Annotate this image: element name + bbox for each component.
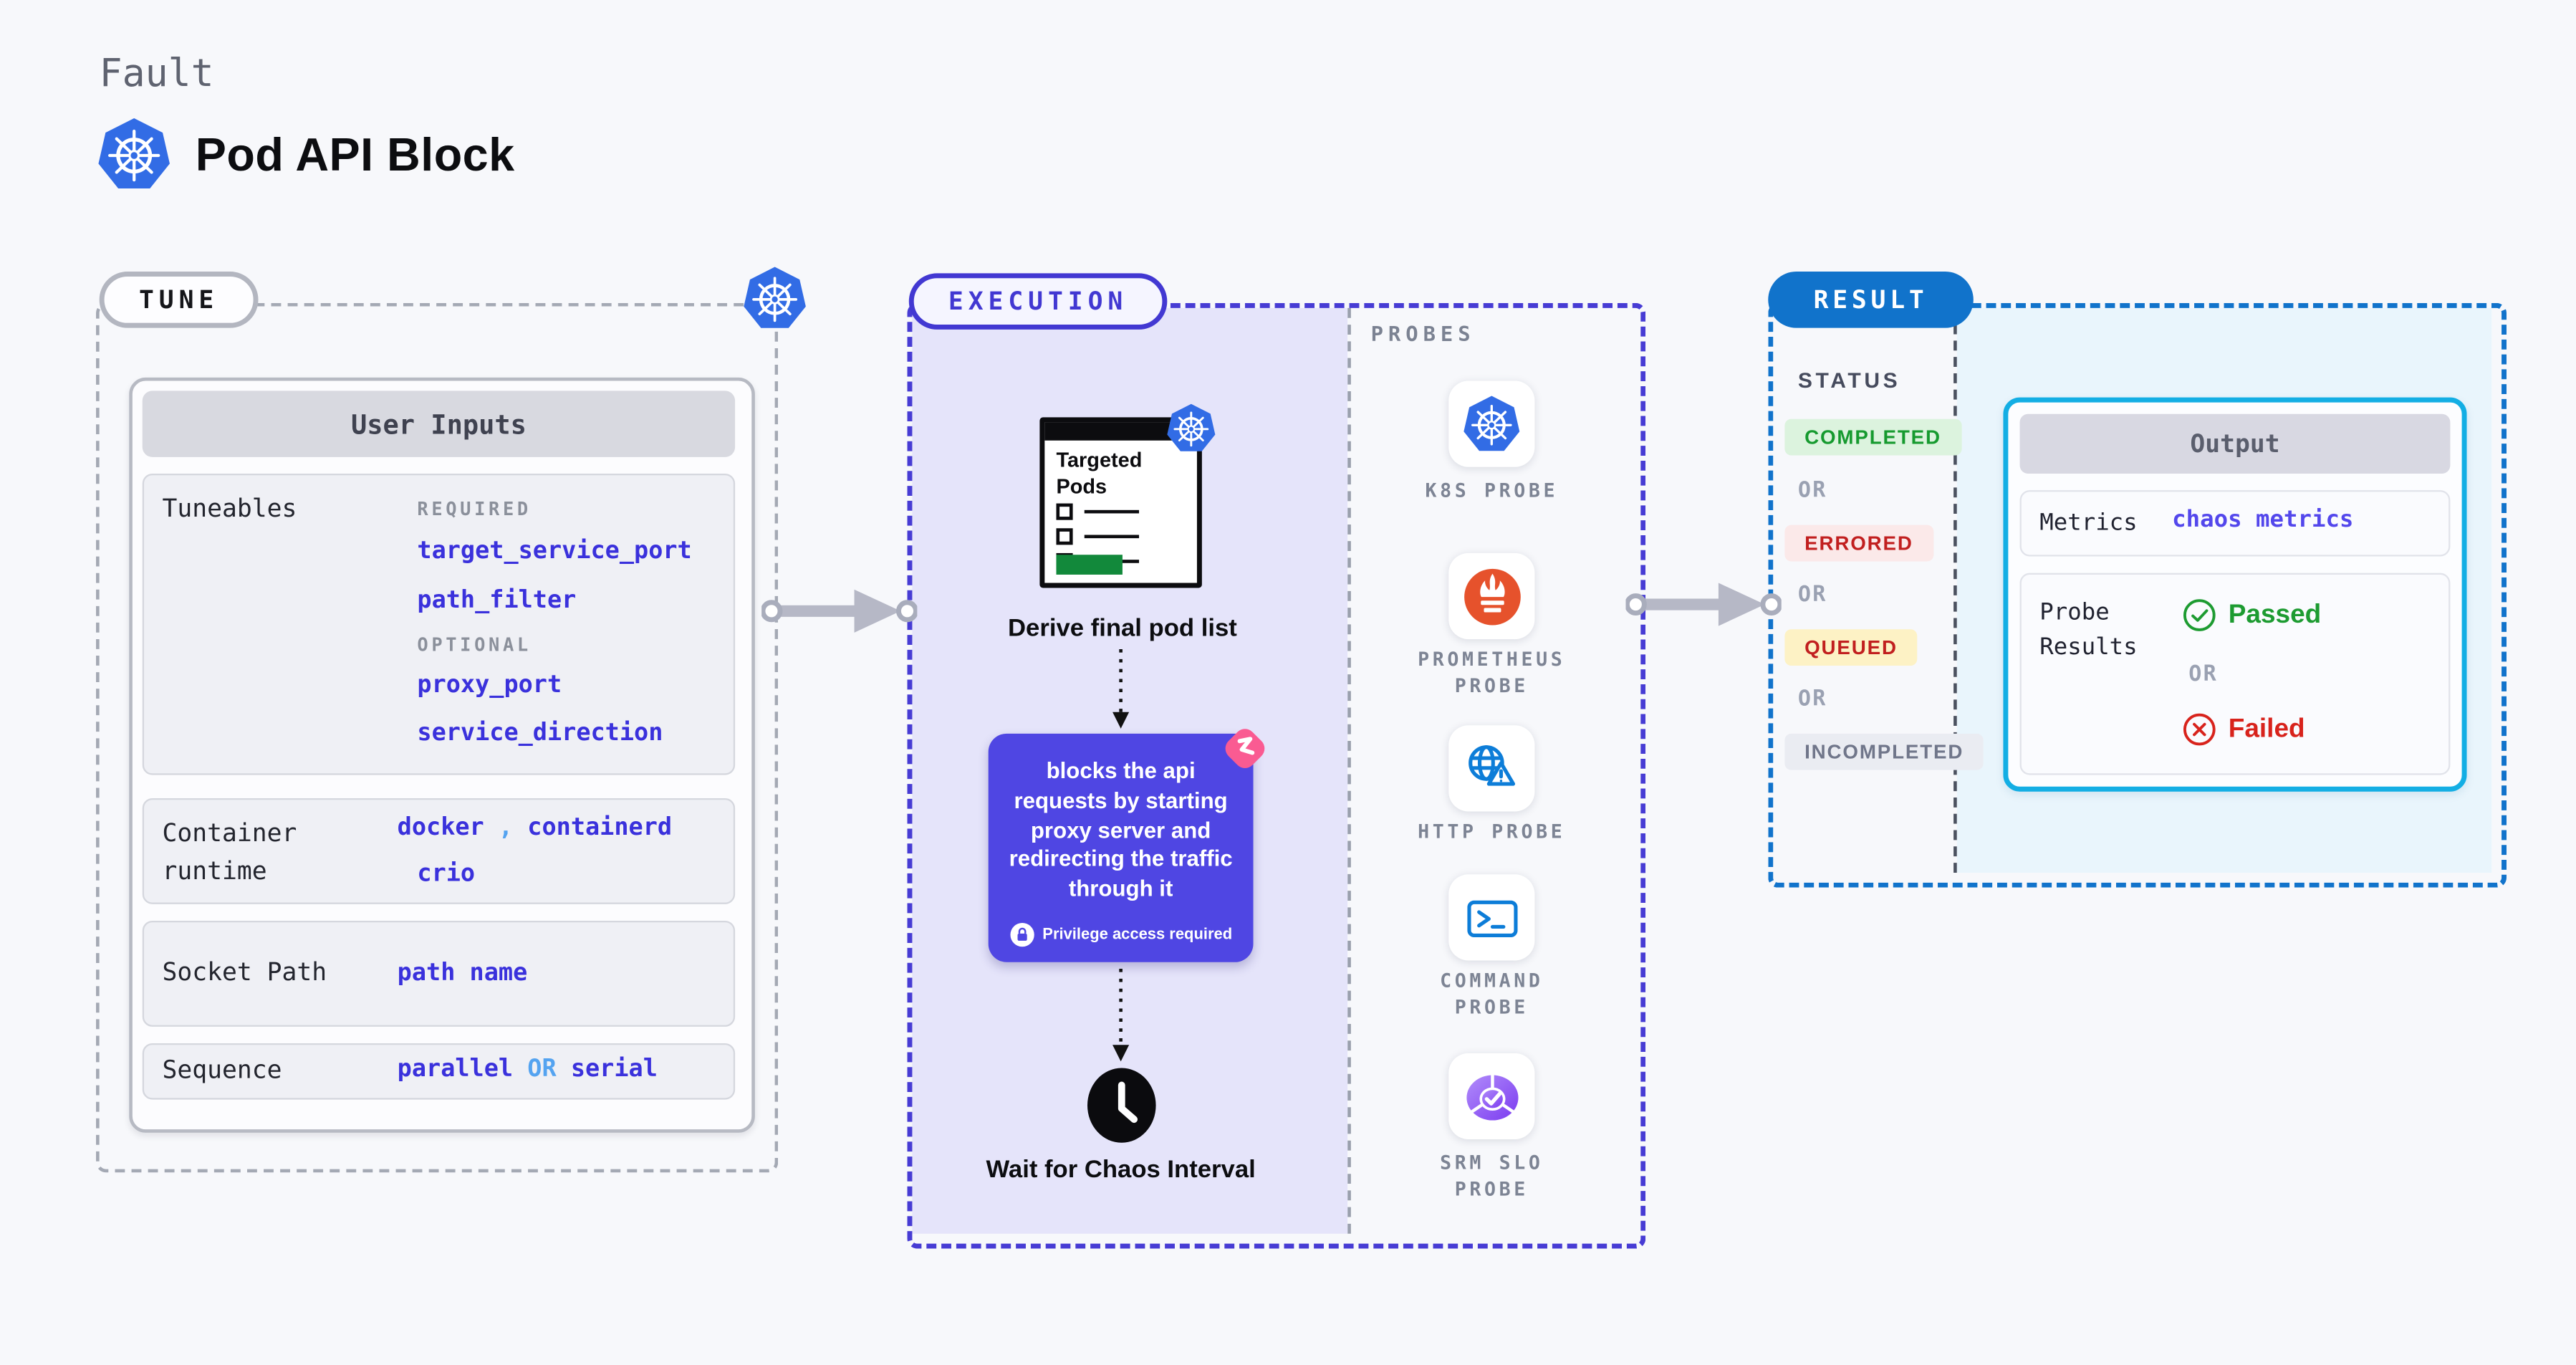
tuneable-link-path-filter[interactable]: path_filter <box>417 588 577 615</box>
privilege-note: Privilege access required <box>989 922 1254 947</box>
sequence-option-serial[interactable]: serial <box>570 1056 658 1083</box>
probe-result-failed: Failed <box>2182 712 2305 747</box>
pod-list-item <box>1056 503 1140 520</box>
status-badge-completed: COMPLETED <box>1784 418 1961 456</box>
probe-card-k8s <box>1448 380 1535 467</box>
probe-label-http: HTTP PROBE <box>1418 819 1566 843</box>
probe-label-k8s: K8S PROBE <box>1425 478 1559 502</box>
status-badge-errored: ERRORED <box>1784 525 1933 562</box>
metrics-row <box>2019 490 2451 557</box>
selection-bar <box>1056 555 1123 575</box>
kubernetes-icon <box>1166 403 1217 454</box>
passed-label: Passed <box>2228 600 2322 629</box>
runtime-link-docker[interactable]: docker <box>397 815 484 842</box>
execution-to-result-arrow <box>1625 583 1782 626</box>
checkbox-icon <box>1056 503 1073 520</box>
optional-label: OPTIONAL <box>417 634 532 656</box>
targeted-pods-title: Targeted Pods <box>1056 449 1143 498</box>
probe-card-prometheus <box>1448 552 1535 640</box>
check-circle-icon <box>2182 598 2217 633</box>
status-badge-queued: QUEUED <box>1784 629 1918 666</box>
fault-kicker: Fault <box>99 52 214 97</box>
clock-icon <box>1082 1066 1160 1144</box>
required-label: REQUIRED <box>417 498 532 520</box>
probes-section-label: PROBES <box>1370 321 1476 347</box>
kubernetes-icon <box>1462 394 1522 454</box>
probe-results-row <box>2019 573 2451 775</box>
container-runtime-label: Container runtime <box>162 818 297 887</box>
container-runtime-row <box>142 798 736 904</box>
lock-icon <box>1009 922 1034 947</box>
status-badge-incompleted: INCOMPLETED <box>1784 733 1984 770</box>
probe-card-http <box>1448 725 1535 812</box>
socket-path-value[interactable]: path name <box>397 960 528 987</box>
tuneables-row <box>142 473 736 775</box>
list-line <box>1084 535 1140 539</box>
user-inputs-header: User Inputs <box>142 391 736 457</box>
execution-badge: EXECUTION <box>908 273 1168 330</box>
probe-result-passed: Passed <box>2182 598 2321 633</box>
wait-chaos-caption: Wait for Chaos Interval <box>986 1156 1256 1184</box>
litmus-chaos-icon <box>1219 722 1272 775</box>
kubernetes-icon <box>96 116 172 192</box>
tune-zone <box>96 302 779 1173</box>
runtime-link-crio[interactable]: crio <box>417 861 476 888</box>
runtime-link-containerd[interactable]: containerd <box>527 815 673 842</box>
slo-pie-check-icon <box>1459 1064 1524 1129</box>
privilege-note-label: Privilege access required <box>1042 925 1233 944</box>
status-or: OR <box>1797 687 1827 712</box>
terminal-icon <box>1461 887 1523 949</box>
result-divider <box>1953 307 1957 873</box>
failed-label: Failed <box>2228 714 2305 743</box>
targeted-pods-card: Targeted Pods <box>1039 417 1202 588</box>
sequence-row <box>142 1043 736 1100</box>
tuneable-link-service-direction[interactable]: service_direction <box>417 720 663 747</box>
checkbox-icon <box>1056 528 1073 545</box>
kubernetes-icon <box>741 265 807 331</box>
tuneable-link-target-service-port[interactable]: target_service_port <box>417 538 692 565</box>
sequence-option-parallel[interactable]: parallel <box>397 1056 514 1083</box>
metrics-label: Metrics <box>2039 509 2138 537</box>
result-badge: RESULT <box>1768 272 1974 328</box>
flow-arrow-down <box>1112 648 1130 729</box>
pod-list-item <box>1056 528 1140 545</box>
probe-card-srm-slo <box>1448 1053 1535 1140</box>
probe-results-label: Probe Results <box>2039 599 2138 661</box>
page-title: Pod API Block <box>195 129 515 181</box>
probe-result-or: OR <box>2188 662 2219 688</box>
tuneable-link-proxy-port[interactable]: proxy_port <box>417 672 562 699</box>
globe-warning-icon <box>1461 738 1523 800</box>
x-circle-icon <box>2182 712 2217 747</box>
execution-zone <box>907 302 1646 1249</box>
sequence-label: Sequence <box>162 1055 282 1085</box>
status-heading: STATUS <box>1797 368 1901 393</box>
chaos-action-card: blocks the api requests by starting prox… <box>988 733 1254 962</box>
socket-path-row <box>142 920 736 1027</box>
probe-label-prometheus: PROMETHEUS PROBE <box>1418 647 1566 698</box>
sequence-or: OR <box>527 1056 557 1083</box>
derive-pod-list-caption: Derive final pod list <box>1008 614 1237 643</box>
output-header: Output <box>2019 413 2451 474</box>
runtime-separator: , <box>498 815 514 842</box>
probe-card-command <box>1448 874 1535 961</box>
flow-arrow-down <box>1112 968 1130 1062</box>
list-line <box>1084 509 1140 514</box>
probe-label-command: COMMAND PROBE <box>1440 968 1544 1019</box>
probe-label-srm-slo: SRM SLO PROBE <box>1440 1151 1544 1201</box>
chaos-action-text: blocks the api requests by starting prox… <box>1009 758 1233 901</box>
tune-to-execution-arrow <box>761 589 918 633</box>
prometheus-icon <box>1461 565 1523 627</box>
socket-path-label: Socket Path <box>162 957 327 987</box>
tuneables-label: Tuneables <box>162 493 297 524</box>
status-or: OR <box>1797 583 1827 608</box>
status-or: OR <box>1797 478 1827 504</box>
tune-badge: TUNE <box>99 272 259 328</box>
chaos-metrics-link[interactable]: chaos metrics <box>2172 507 2354 534</box>
